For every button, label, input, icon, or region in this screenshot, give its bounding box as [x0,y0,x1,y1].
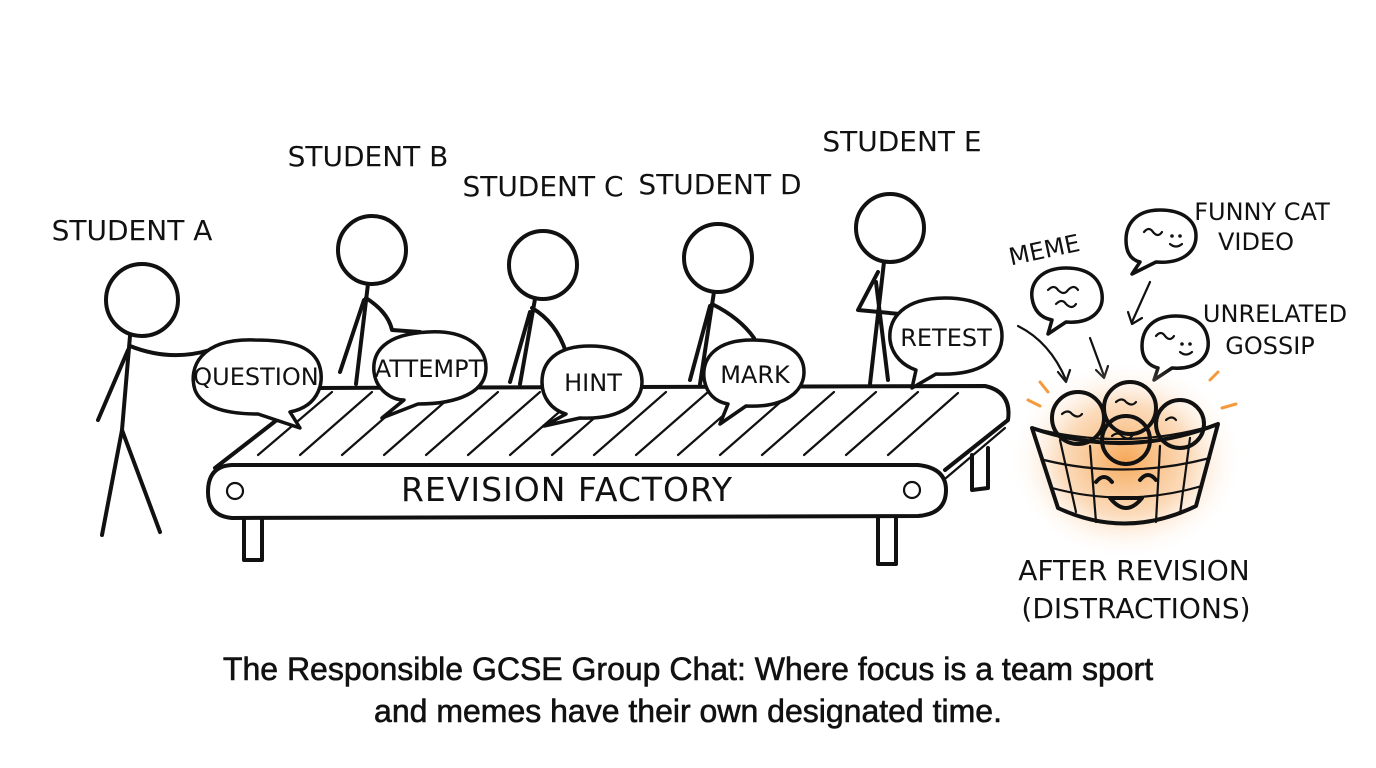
student-a: STUDENT A [52,214,213,537]
mark-bubble: MARK [702,338,806,426]
student-c: STUDENT C [462,170,624,386]
meme-label: MEME [1006,229,1082,271]
arrow-icon [1130,280,1152,324]
student-d-label: STUDENT D [638,168,801,201]
funny-cat-chat-bubble [1124,208,1198,276]
mark-bubble-text: MARK [720,361,791,389]
student-b: STUDENT B [288,140,449,386]
attempt-bubble: ATTEMPT [372,330,488,420]
meme-chat-bubble [1030,266,1104,336]
funny-cat-label-line2: VIDEO [1218,228,1294,256]
distraction-basket: AFTER REVISION (DISTRACTIONS) [1008,360,1251,625]
student-d: STUDENT D [638,168,802,386]
attempt-bubble-text: ATTEMPT [375,355,484,383]
retest-bubble: RETEST [888,296,1004,390]
hint-bubble-text: HINT [564,369,622,397]
student-a-label: STUDENT A [52,214,213,247]
caption-line-2: and memes have their own designated time… [374,693,1003,730]
question-bubble-text: QUESTION [193,363,318,391]
student-b-label: STUDENT B [288,140,449,173]
conveyor-label: REVISION FACTORY [401,470,733,509]
retest-bubble-text: RETEST [900,324,992,352]
student-c-label: STUDENT C [462,170,623,203]
student-e-label: STUDENT E [822,125,981,158]
basket-label-line1: AFTER REVISION [1018,554,1250,587]
gossip-label-line2: GOSSIP [1225,332,1315,360]
caption: The Responsible GCSE Group Chat: Where f… [0,648,1376,732]
student-e: STUDENT E [822,125,982,386]
basket-label-line2: (DISTRACTIONS) [1021,592,1250,625]
question-bubble: QUESTION [191,338,323,430]
funny-cat-label-line1: FUNNY CAT [1194,198,1330,226]
hint-bubble: HINT [540,344,644,428]
gossip-label-line1: UNRELATED [1203,300,1347,328]
arrow-icon [1016,324,1068,382]
caption-line-1: The Responsible GCSE Group Chat: Where f… [222,651,1154,688]
distractions: MEME FUNNY CAT VIDEO UNRELATED GOSSIP [1006,198,1347,384]
